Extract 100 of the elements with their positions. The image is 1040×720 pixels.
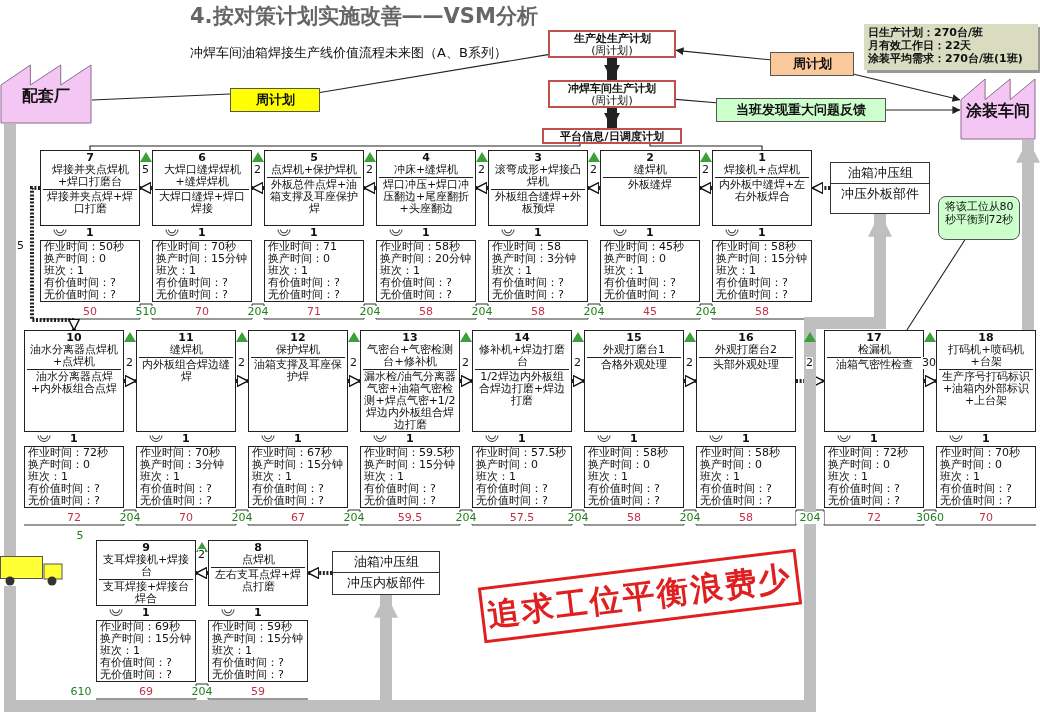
factory-box: 配套厂 — [0, 64, 92, 124]
cycle-time: 58 — [530, 306, 546, 318]
group-name: 油箱冲压组 — [846, 164, 914, 182]
push-arrow — [251, 181, 264, 195]
process-name: 油水分离器点焊机+点焊机 — [29, 344, 119, 368]
edge-label: 30 — [922, 357, 936, 369]
process-number: 8 — [253, 542, 263, 554]
inventory-count: 3060 — [916, 512, 944, 524]
data-box — [96, 620, 196, 682]
data-line: 换产时间：0 — [940, 459, 1003, 471]
process-box — [208, 540, 308, 606]
data-line: 无价值时间：? — [252, 495, 325, 507]
data-line: 班次：1 — [156, 265, 196, 277]
data-line: 作业时间：58 — [492, 241, 562, 253]
process-number: 3 — [533, 152, 543, 164]
process-box — [712, 150, 812, 226]
data-box — [264, 240, 364, 302]
data-line: 有价值时间：? — [604, 277, 677, 289]
push-arrow — [236, 374, 249, 388]
operator-count: 1 — [310, 227, 318, 239]
data-box — [40, 240, 140, 302]
data-line: 换产时间：0 — [476, 459, 539, 471]
operator-count: 1 — [294, 433, 302, 445]
data-line: 无价值时间：? — [476, 495, 549, 507]
cycle-time: 70 — [978, 512, 994, 524]
push-arrow — [363, 181, 376, 195]
data-box — [376, 240, 476, 302]
operation-text: 1/2焊边内外板组合焊边打磨+焊边打磨 — [475, 369, 569, 407]
slogan-box: 追求工位平衡浪费少 — [477, 548, 803, 644]
process-box — [24, 330, 124, 432]
data-box — [248, 446, 348, 508]
cycle-time: 58 — [754, 306, 770, 318]
operation-text: 外板组合缝焊+外板预焊 — [491, 189, 585, 215]
plan-subtitle: (周计划) — [591, 95, 633, 107]
info-line: 日生产计划：270台/班 — [868, 26, 984, 39]
push-arrow — [124, 374, 137, 388]
data-line: 换产时间：15分钟 — [716, 253, 808, 265]
edge-label: 2 — [478, 164, 485, 176]
data-line: 换产时间：3分钟 — [492, 253, 577, 265]
operator-count: 1 — [870, 433, 878, 445]
data-line: 换产时间：15分钟 — [212, 633, 304, 645]
data-line: 有价值时间：? — [588, 483, 661, 495]
feedback-box: 当班发现重大问题反馈 — [716, 98, 886, 122]
data-line: 换产时间：15分钟 — [156, 253, 248, 265]
data-line: 无价值时间：? — [212, 669, 285, 681]
data-line: 作业时间：70秒 — [140, 447, 221, 459]
connector-line — [649, 143, 763, 151]
data-line: 换产时间：0 — [604, 253, 667, 265]
data-box — [936, 446, 1036, 508]
edge-label: 2 — [702, 164, 709, 176]
edge-label: 2 — [238, 357, 245, 369]
operator-count: 1 — [758, 227, 766, 239]
data-line: 无价值时间：? — [940, 495, 1013, 507]
data-line: 班次：1 — [492, 265, 532, 277]
data-line: 有价值时间：? — [268, 277, 341, 289]
data-line: 无价值时间：? — [268, 289, 341, 301]
inventory-count: 204 — [796, 512, 824, 524]
data-line: 有价值时间：? — [100, 657, 173, 669]
factory-box: 涂装车间 — [960, 78, 1036, 140]
connector-line — [91, 93, 231, 101]
operation-text: 油水分离器点焊+内外板组合点焊 — [27, 369, 121, 395]
operation-text: 内外板中缝焊+左右外板焊合 — [715, 177, 809, 203]
data-line: 作业时间：71 — [268, 241, 338, 253]
data-line: 作业时间：72秒 — [828, 447, 909, 459]
plan-title: 冲焊车间生产计划 — [567, 83, 657, 95]
data-line: 无价值时间：? — [156, 289, 229, 301]
info-box — [864, 24, 1038, 70]
process-box — [40, 150, 140, 226]
data-line: 换产时间：3分钟 — [140, 459, 225, 471]
data-line: 作业时间：67秒 — [252, 447, 333, 459]
arrow — [885, 106, 961, 114]
process-number: 13 — [401, 332, 419, 344]
push-arrow — [475, 181, 488, 195]
schedule-box: 周计划 — [770, 52, 854, 76]
data-line: 班次：1 — [44, 265, 84, 277]
push-arrow — [811, 181, 830, 195]
data-line: 班次：1 — [588, 471, 628, 483]
thick-arrow — [604, 108, 620, 129]
operator-count: 1 — [422, 227, 430, 239]
process-number: 15 — [625, 332, 643, 344]
operation-text: 头部外观处理 — [699, 357, 793, 371]
push-arrow — [587, 181, 600, 195]
process-name: 外观打磨台2 — [714, 344, 778, 356]
process-number: 11 — [177, 332, 195, 344]
cycle-time: 59 — [250, 686, 266, 698]
data-line: 换产时间：0 — [44, 253, 107, 265]
process-name: 缝焊机 — [632, 164, 668, 176]
edge-label: 2 — [366, 164, 373, 176]
operation-text: 外板缝焊 — [603, 177, 697, 191]
data-line: 班次：1 — [380, 265, 420, 277]
data-box — [136, 446, 236, 508]
edge-label: 2 — [198, 549, 205, 561]
data-line: 班次：1 — [212, 645, 252, 657]
edge-label: 5 — [17, 240, 24, 252]
connector-line — [319, 54, 549, 94]
process-box — [360, 330, 460, 432]
process-name: 点焊机+保护焊机 — [269, 164, 359, 176]
operator-count: 1 — [254, 607, 262, 619]
operator-count: 1 — [982, 433, 990, 445]
process-box — [152, 150, 252, 226]
